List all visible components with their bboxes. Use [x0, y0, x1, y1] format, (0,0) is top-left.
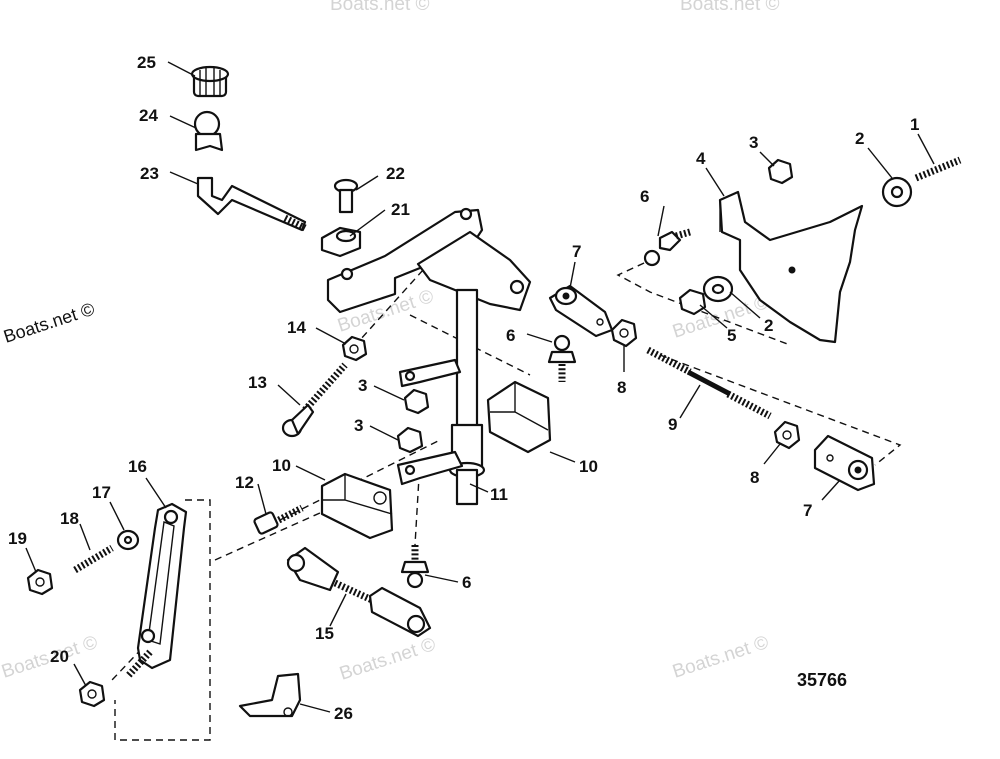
part-17-washer: [116, 529, 140, 551]
part-2-washer: [881, 176, 913, 208]
watermark: Boats.net ©: [680, 0, 780, 15]
throttle-arm-assembly: [326, 207, 532, 506]
part-20-nut: [78, 680, 106, 708]
part-8-nut: [773, 420, 801, 450]
callout-19: 19: [8, 529, 27, 548]
part-14-nut: [341, 335, 368, 362]
part-12-screw: [253, 504, 304, 535]
part-10-bracket-block: [320, 472, 394, 540]
part-7-link-end: [813, 434, 876, 492]
callout-3: 3: [354, 416, 363, 435]
callout-18: 18: [60, 509, 79, 528]
callout-3: 3: [358, 376, 367, 395]
callout-1: 1: [910, 115, 919, 134]
part-1-stud: [914, 156, 962, 182]
callout-7: 7: [572, 242, 581, 261]
callout-14: 14: [287, 318, 306, 337]
part-6-ball-stud: [643, 228, 691, 267]
part-18-stud: [73, 544, 114, 574]
part-3-nut: [403, 388, 430, 415]
callout-10: 10: [579, 457, 598, 476]
part-6-ball-stud: [400, 545, 430, 589]
callout-25: 25: [137, 53, 156, 72]
part-3-nut: [396, 426, 424, 454]
callout-leader-lines: [25, 61, 935, 713]
callout-17: 17: [92, 483, 111, 502]
part-15-link-assembly: [286, 546, 432, 638]
callout-2: 2: [855, 129, 864, 148]
part-2-washer: [702, 275, 734, 303]
part-26-clip: [238, 672, 302, 718]
callout-6: 6: [506, 326, 515, 345]
part-8-nut: [610, 318, 638, 348]
callout-15: 15: [315, 624, 334, 643]
callout-7: 7: [803, 501, 812, 520]
callout-10: 10: [272, 456, 291, 475]
callout-12: 12: [235, 473, 254, 492]
callout-22: 22: [386, 164, 405, 183]
callout-9: 9: [668, 415, 677, 434]
callout-8: 8: [750, 468, 759, 487]
part-16-lever: [125, 502, 188, 679]
callout-16: 16: [128, 457, 147, 476]
drawing-number: 35766: [797, 670, 847, 690]
watermark: Boats.net ©: [330, 0, 430, 15]
part-4-bracket: [718, 190, 864, 344]
part-10-bracket-block: [486, 380, 552, 454]
callout-23: 23: [140, 164, 159, 183]
watermark: Boats.net ©: [670, 632, 771, 683]
part-3-nut: [767, 158, 794, 185]
callout-6: 6: [462, 573, 471, 592]
callout-13: 13: [248, 373, 267, 392]
callout-4: 4: [696, 149, 706, 168]
part-22-screw: [333, 178, 359, 214]
part-6-ball-stud: [547, 334, 577, 382]
callout-11: 11: [490, 485, 508, 504]
callout-26: 26: [334, 704, 353, 723]
callout-24: 24: [139, 106, 158, 125]
callout-5: 5: [727, 326, 736, 345]
part-23-link-rod: [196, 176, 307, 232]
part-24-ball-joint: [193, 110, 224, 152]
callout-labels: 25 24 23 22 21 14 13 3 3 10 12 11 10 7 6…: [8, 53, 919, 723]
callout-8: 8: [617, 378, 626, 397]
callout-2: 2: [764, 316, 773, 335]
callout-3: 3: [749, 133, 758, 152]
part-9-threaded-rod: [646, 346, 772, 420]
watermark: Boats.net ©: [1, 299, 97, 347]
part-25-grommet: [190, 65, 230, 98]
watermark: Boats.net ©: [337, 634, 438, 685]
callout-20: 20: [50, 647, 69, 666]
part-19-nut: [26, 568, 54, 596]
part-5-nut: [678, 288, 707, 316]
callout-21: 21: [391, 200, 410, 219]
part-7-link-end: [548, 284, 614, 338]
part-13-spring-bolt: [281, 362, 348, 438]
callout-6: 6: [640, 187, 649, 206]
